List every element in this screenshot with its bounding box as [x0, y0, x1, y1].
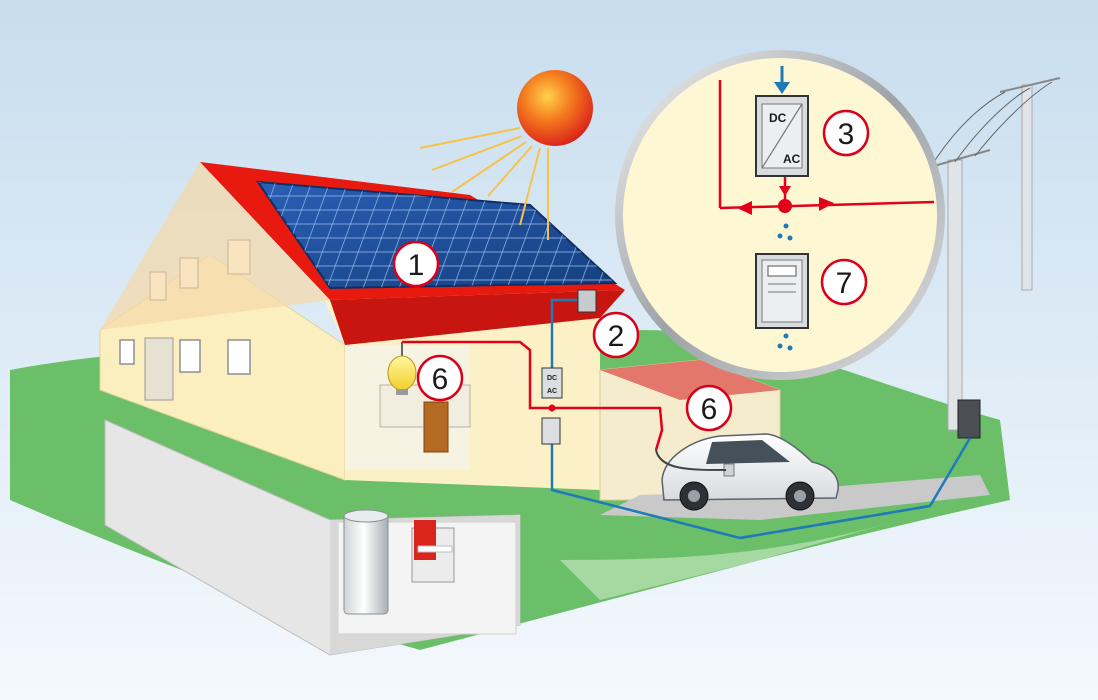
badge-6-car: 6	[687, 386, 731, 430]
small-inverter-dc: DC	[547, 375, 557, 382]
badge-6-lamp: 6	[418, 356, 462, 400]
storage-tank-top	[344, 510, 388, 522]
inverter-dc-label: DC	[769, 111, 787, 125]
wall-junction-box	[578, 290, 596, 312]
badge-1: 1	[394, 242, 438, 286]
badge-7: 7	[822, 260, 866, 304]
inverter-ac-label: AC	[783, 152, 801, 166]
junction-dot	[549, 405, 556, 412]
badge-3: 3	[824, 111, 868, 155]
garage-door	[145, 338, 173, 400]
badge-6-lamp-number: 6	[432, 363, 449, 396]
small-meter-box	[542, 418, 560, 444]
badge-1-number: 1	[408, 249, 425, 282]
badge-6-car-number: 6	[701, 393, 718, 426]
wooden-door	[424, 402, 448, 452]
storage-tank	[344, 514, 388, 614]
badge-2-number: 2	[608, 320, 625, 353]
sun-icon	[517, 70, 593, 146]
grid-connection-box	[958, 400, 980, 438]
heater-display	[418, 546, 452, 552]
badge-7-number: 7	[836, 267, 853, 300]
light-bulb-icon	[388, 356, 416, 390]
meter-display	[768, 266, 796, 276]
bulb-base	[396, 389, 408, 395]
small-inverter-ac: AC	[547, 388, 557, 395]
detail-junction-dot	[778, 199, 792, 213]
heater-front-panel	[414, 520, 436, 560]
badge-3-number: 3	[838, 118, 855, 151]
badge-2: 2	[594, 313, 638, 357]
